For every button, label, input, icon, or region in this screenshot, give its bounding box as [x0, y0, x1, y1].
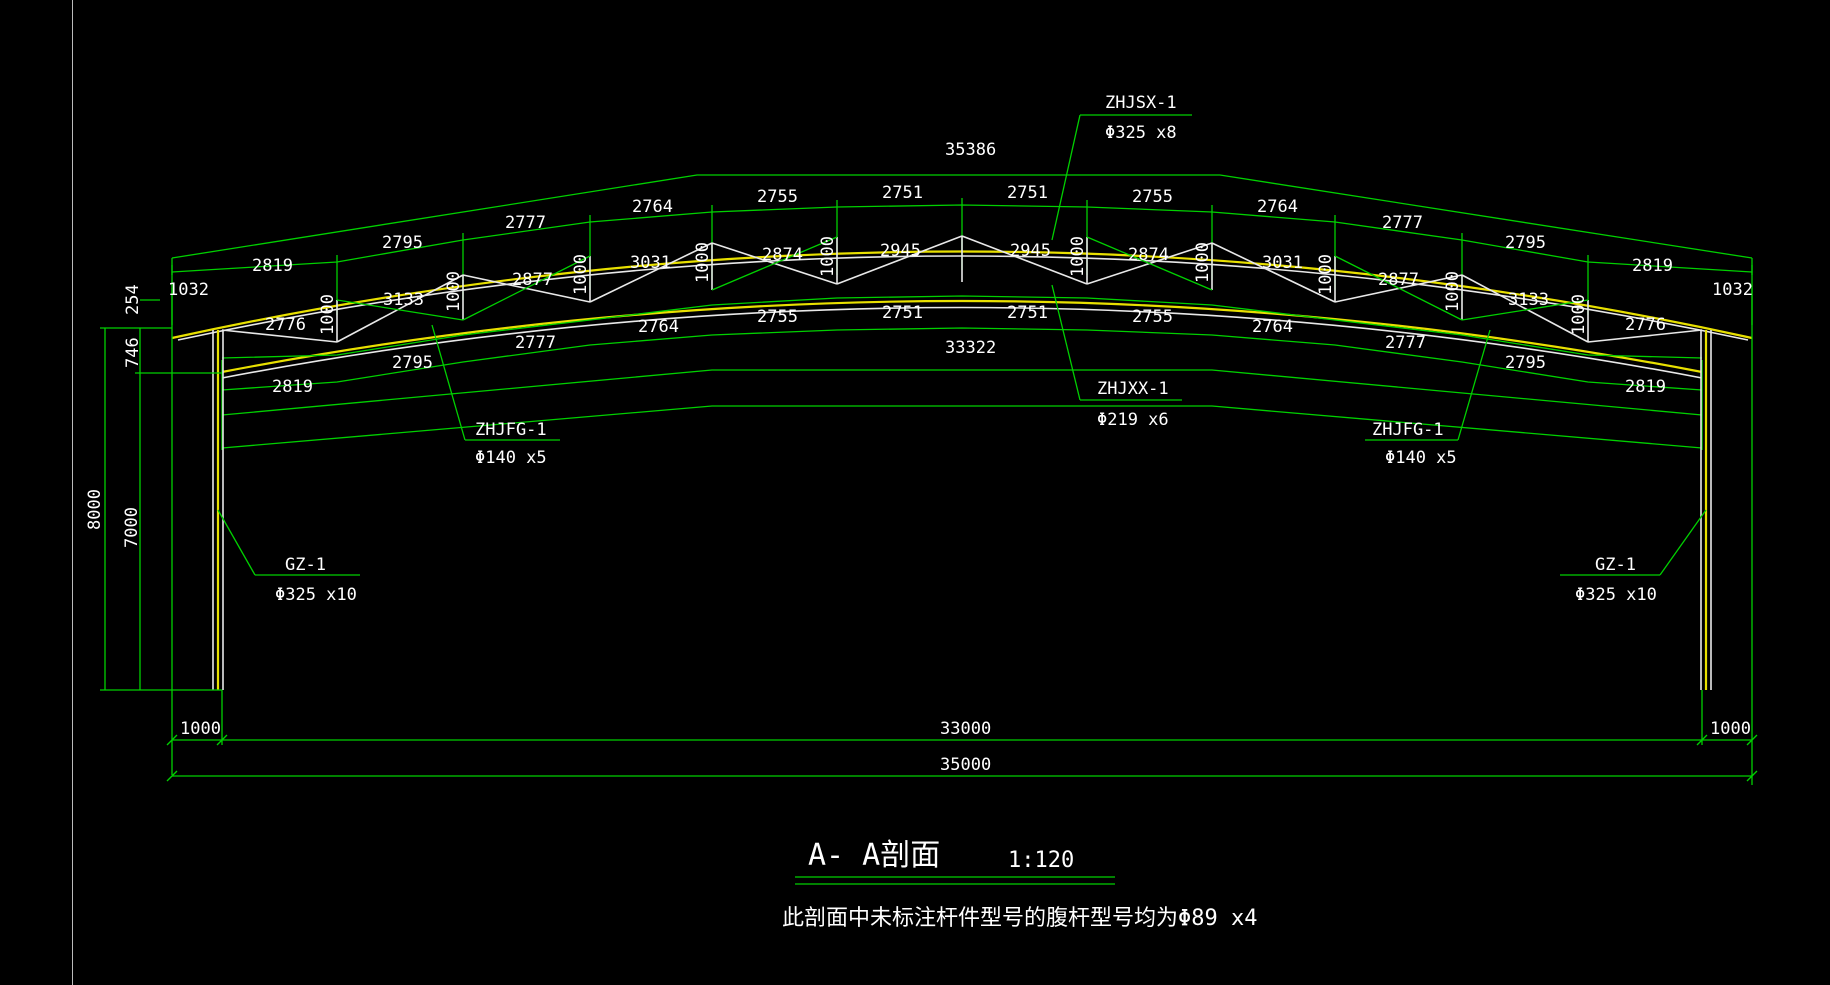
top-arc-8: 2751	[1007, 183, 1048, 203]
vertical-2: 1000	[444, 271, 464, 312]
zhjfg-left-spec: Φ140 x5	[475, 448, 547, 468]
upper-inner-arc-2: 2751	[882, 303, 923, 323]
span-left-1000: 1000	[180, 719, 221, 739]
top-arc-7: 2751	[882, 183, 923, 203]
member-labels: ZHJSX-1 Φ325 x8 ZHJXX-1 Φ219 x6 ZHJFG-1 …	[275, 93, 1657, 605]
section-title: A- A剖面	[808, 838, 940, 873]
web-right-4: 2877	[1378, 270, 1419, 290]
gz-left-name: GZ-1	[285, 555, 326, 575]
top-arc-5: 2764	[632, 197, 673, 217]
height-8000: 8000	[85, 489, 105, 530]
zhjsx-spec: Φ325 x8	[1105, 123, 1177, 143]
footnote: 此剖面中未标注杆件型号的腹杆型号均为Φ89 x4	[782, 906, 1257, 931]
vertical-4: 1000	[693, 242, 713, 283]
zhjfg-right-spec: Φ140 x5	[1385, 448, 1457, 468]
span-35000: 35000	[940, 755, 991, 775]
zhjxx-spec: Φ219 x6	[1097, 410, 1169, 430]
web-right-5: 3133	[1508, 290, 1549, 310]
lower-arc-left-3: 2777	[515, 333, 556, 353]
top-arc-14: 1032	[1712, 280, 1753, 300]
lower-chord	[221, 299, 1703, 379]
lower-arc-left-2: 2795	[392, 353, 433, 373]
scale-label: 1:120	[1008, 848, 1074, 873]
top-arc-2: 2819	[252, 256, 293, 276]
web-left-2: 3133	[383, 290, 424, 310]
zhjsx-name: ZHJSX-1	[1105, 93, 1177, 113]
web-right-1: 2945	[1010, 241, 1051, 261]
upper-inner-arc-3: 2751	[1007, 303, 1048, 323]
top-arc-3: 2795	[382, 233, 423, 253]
gz-right-spec: Φ325 x10	[1575, 585, 1657, 605]
top-arc-11: 2777	[1382, 213, 1423, 233]
web-left-6: 2945	[880, 241, 921, 261]
leader-lines	[217, 114, 1707, 576]
vertical-7: 1000	[1193, 242, 1213, 283]
lower-arc-right-2: 2777	[1385, 333, 1426, 353]
title-block: A- A剖面 1:120 此剖面中未标注杆件型号的腹杆型号均为Φ89 x4	[782, 838, 1257, 931]
top-arc-4: 2777	[505, 213, 546, 233]
vertical-dimensions	[100, 288, 222, 775]
dimension-texts: 35386 33322 1032 2819 2795 2777 2764 275…	[85, 140, 1753, 775]
web-right-6: 2776	[1625, 315, 1666, 335]
top-arc-12: 2795	[1505, 233, 1546, 253]
zhjfg-left-name: ZHJFG-1	[475, 420, 547, 440]
web-left-5: 2874	[762, 245, 803, 265]
web-right-3: 3031	[1262, 253, 1303, 273]
vertical-6: 1000	[1068, 236, 1088, 277]
lower-arc-right-1: 2764	[1252, 317, 1293, 337]
web-left-1: 2776	[265, 315, 306, 335]
bottom-dimension-lines	[221, 295, 1703, 450]
web-left-4: 3031	[630, 253, 671, 273]
top-arc-1: 1032	[168, 280, 209, 300]
vertical-8: 1000	[1316, 254, 1336, 295]
lower-arc-left-4: 2764	[638, 317, 679, 337]
zhjfg-right-name: ZHJFG-1	[1372, 420, 1444, 440]
top-arc-6: 2755	[757, 187, 798, 207]
gz-right-name: GZ-1	[1595, 555, 1636, 575]
title-underline	[795, 876, 1115, 885]
vertical-5: 1000	[818, 236, 838, 277]
bottom-arc-total: 33322	[945, 338, 996, 358]
gz-left-spec: Φ325 x10	[275, 585, 357, 605]
top-arc-10: 2764	[1257, 197, 1298, 217]
vertical-9: 1000	[1443, 271, 1463, 312]
vertical-1: 1000	[318, 294, 338, 335]
top-arc-9: 2755	[1132, 187, 1173, 207]
upper-inner-arc-1: 2755	[757, 307, 798, 327]
zhjxx-name: ZHJXX-1	[1097, 379, 1169, 399]
web-members	[221, 235, 1703, 343]
top-arc-total: 35386	[945, 140, 996, 160]
span-right-1000: 1000	[1710, 719, 1751, 739]
top-arc-13: 2819	[1632, 256, 1673, 276]
vertical-10: 1000	[1569, 294, 1589, 335]
viewport-left-border	[72, 0, 73, 985]
upper-inner-arc-4: 2755	[1132, 307, 1173, 327]
lower-arc-right-3: 2795	[1505, 353, 1546, 373]
span-dimensions	[166, 288, 1758, 785]
height-7000: 7000	[122, 507, 142, 548]
span-33000: 33000	[940, 719, 991, 739]
lower-arc-right-4: 2819	[1625, 377, 1666, 397]
lower-arc-left-1: 2819	[272, 377, 313, 397]
height-746: 746	[123, 337, 143, 368]
vertical-3: 1000	[571, 254, 591, 295]
height-254: 254	[123, 284, 143, 315]
web-left-3: 2877	[512, 270, 553, 290]
web-right-2: 2874	[1128, 245, 1169, 265]
